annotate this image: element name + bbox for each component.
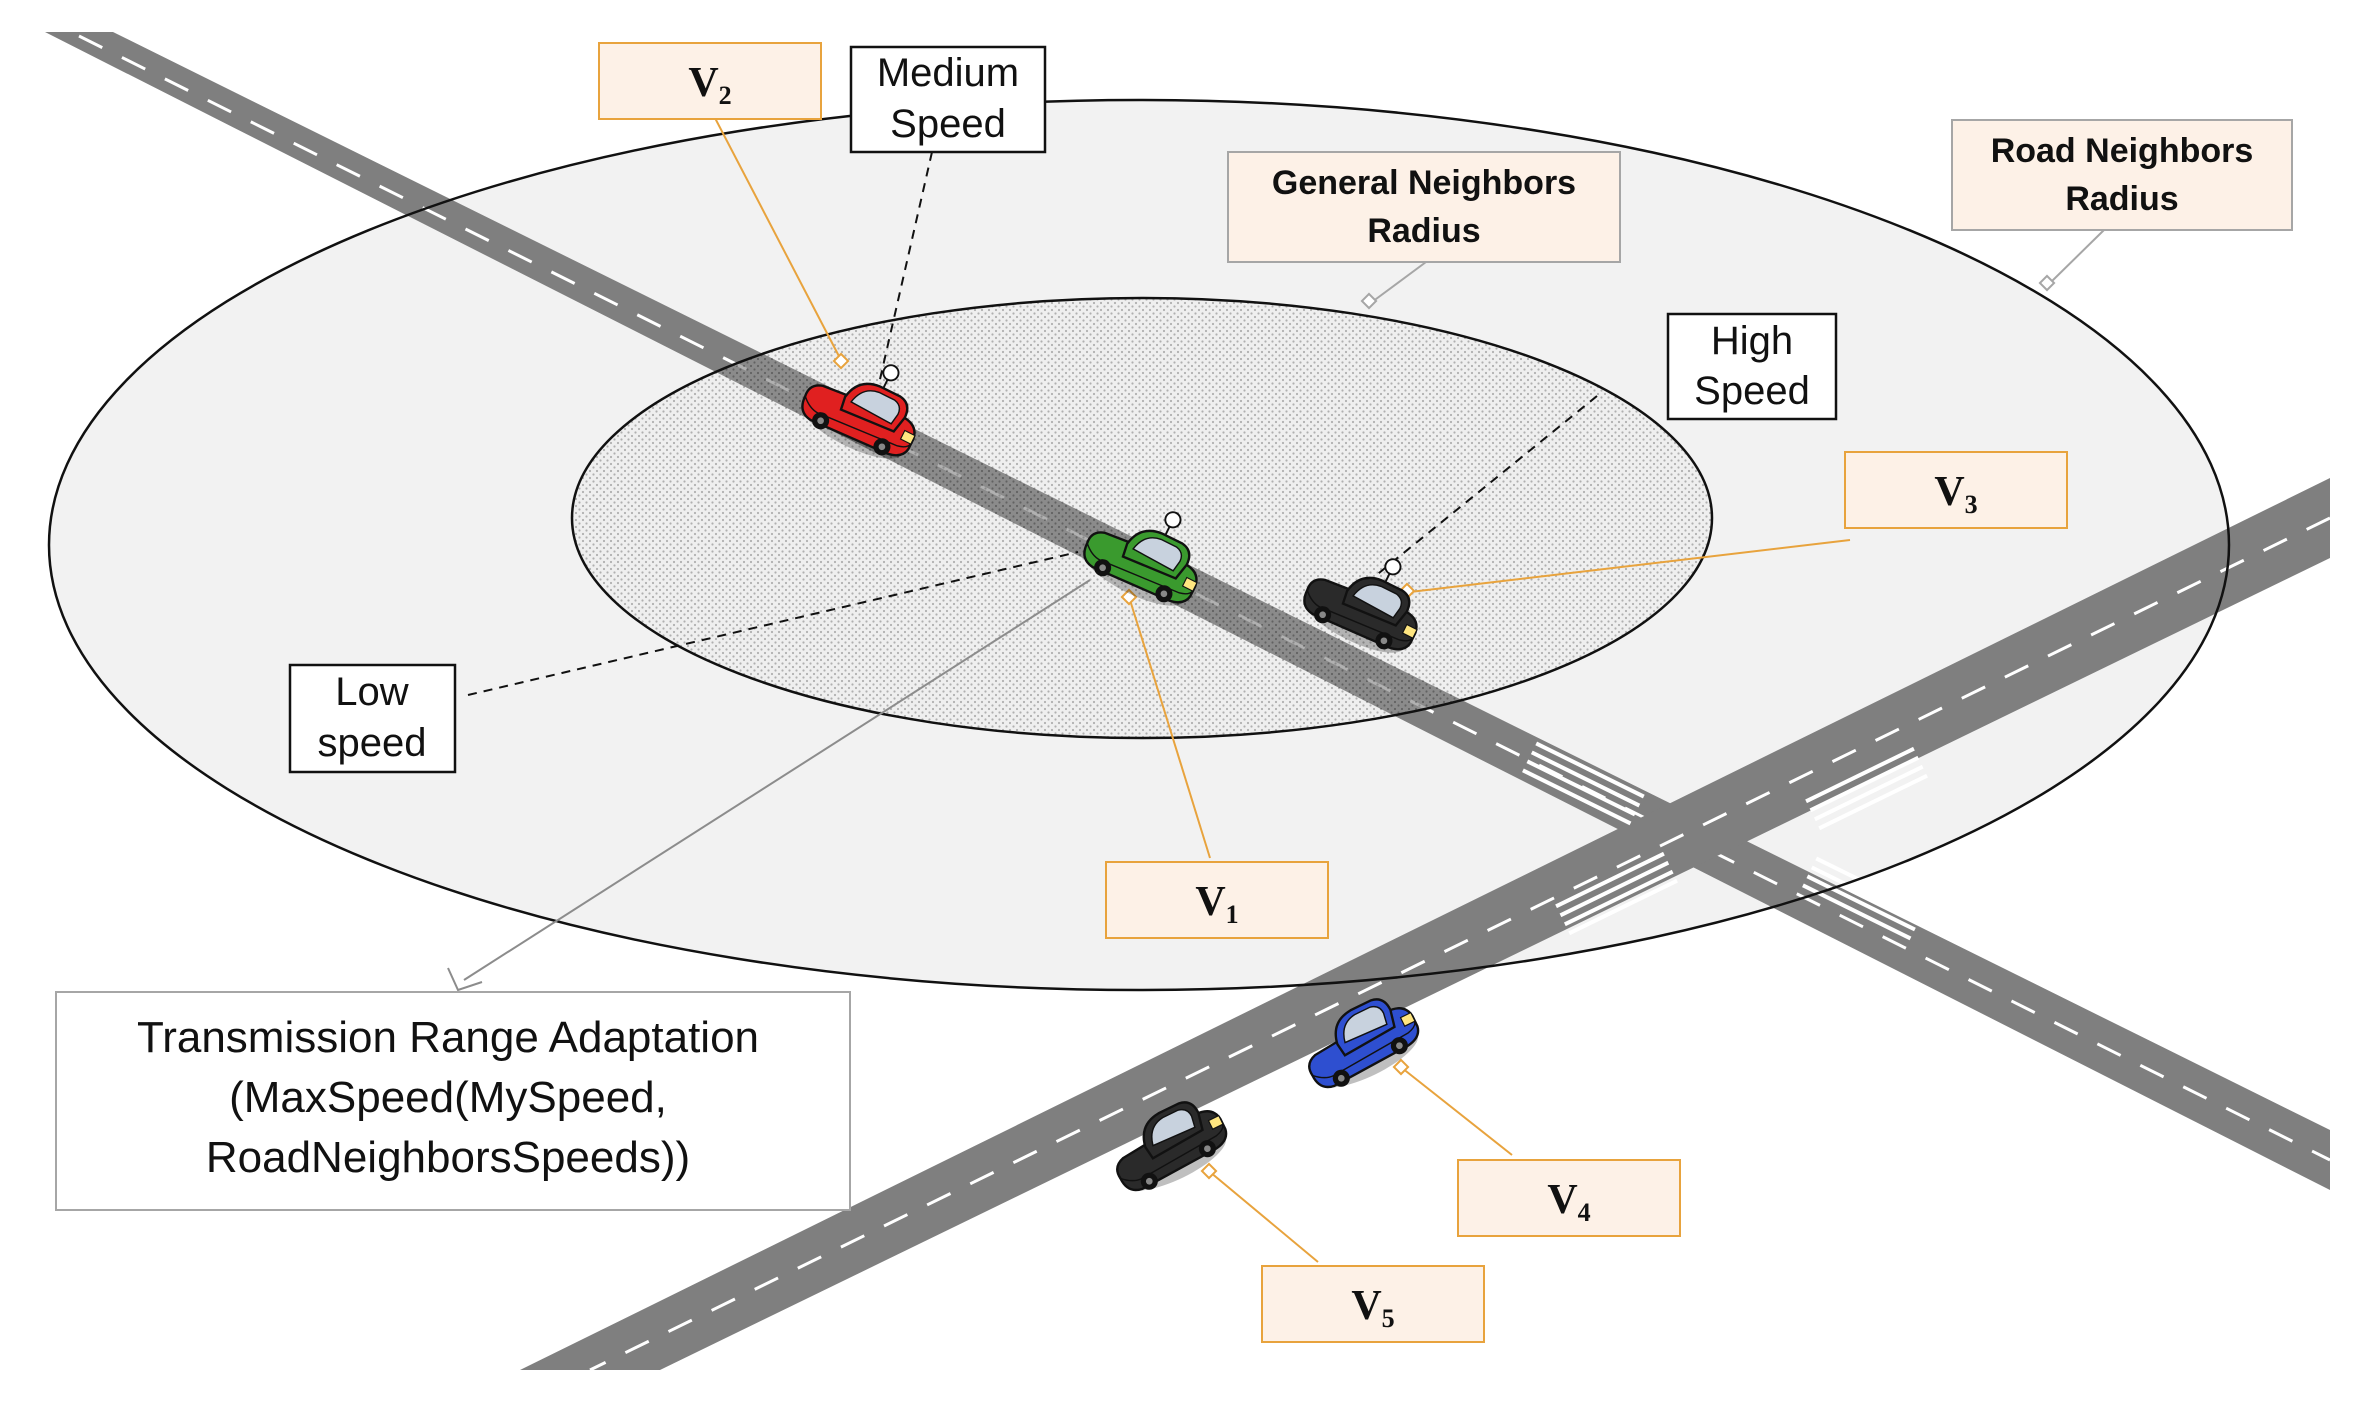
svg-text:Road Neighbors: Road Neighbors [1991,132,2254,170]
transmission-pointer [447,579,1091,992]
svg-text:Speed: Speed [1694,369,1810,413]
svg-text:V4: V4 [1547,1177,1590,1227]
svg-text:V5: V5 [1351,1283,1394,1333]
svg-text:speed: speed [318,721,427,765]
svg-text:V1: V1 [1195,879,1238,929]
label-v4: V4 [1457,1159,1681,1237]
cross-road [520,478,2331,1372]
radius-leaders [1360,229,2105,310]
svg-text:Radius: Radius [2065,180,2178,218]
svg-text:Transmission Range Adaptation: Transmission Range Adaptation [137,1013,759,1062]
svg-text:V3: V3 [1934,469,1977,519]
svg-text:Medium: Medium [877,51,1019,95]
svg-text:High: High [1711,319,1793,363]
speed-leaders [467,151,1598,696]
crosswalks [1522,741,1928,941]
svg-text:(MaxSpeed(MySpeed,: (MaxSpeed(MySpeed, [229,1073,667,1122]
label-medium-speed: Medium Speed [849,45,1047,154]
general-neighbors-radius-ring [570,296,1714,740]
svg-text:Speed: Speed [890,102,1006,146]
label-high-speed: High Speed [1666,312,1838,421]
svg-text:V2: V2 [688,60,731,110]
svg-text:Low: Low [335,670,408,714]
label-v1: V1 [1105,861,1329,939]
label-general-neighbors-radius: General Neighbors Radius [1227,151,1621,263]
label-v5: V5 [1261,1265,1485,1343]
label-road-neighbors-radius: Road Neighbors Radius [1951,119,2293,231]
svg-text:Radius: Radius [1367,212,1480,250]
svg-text:General Neighbors: General Neighbors [1272,164,1576,202]
label-transmission-range-adaptation: Transmission Range Adaptation (MaxSpeed(… [55,991,851,1211]
label-v2: V2 [598,42,822,120]
label-low-speed: Low speed [288,663,457,774]
road-neighbors-radius-ring [47,98,2231,992]
label-v3: V3 [1844,451,2068,529]
svg-text:RoadNeighborsSpeeds)): RoadNeighborsSpeeds)) [206,1133,690,1182]
